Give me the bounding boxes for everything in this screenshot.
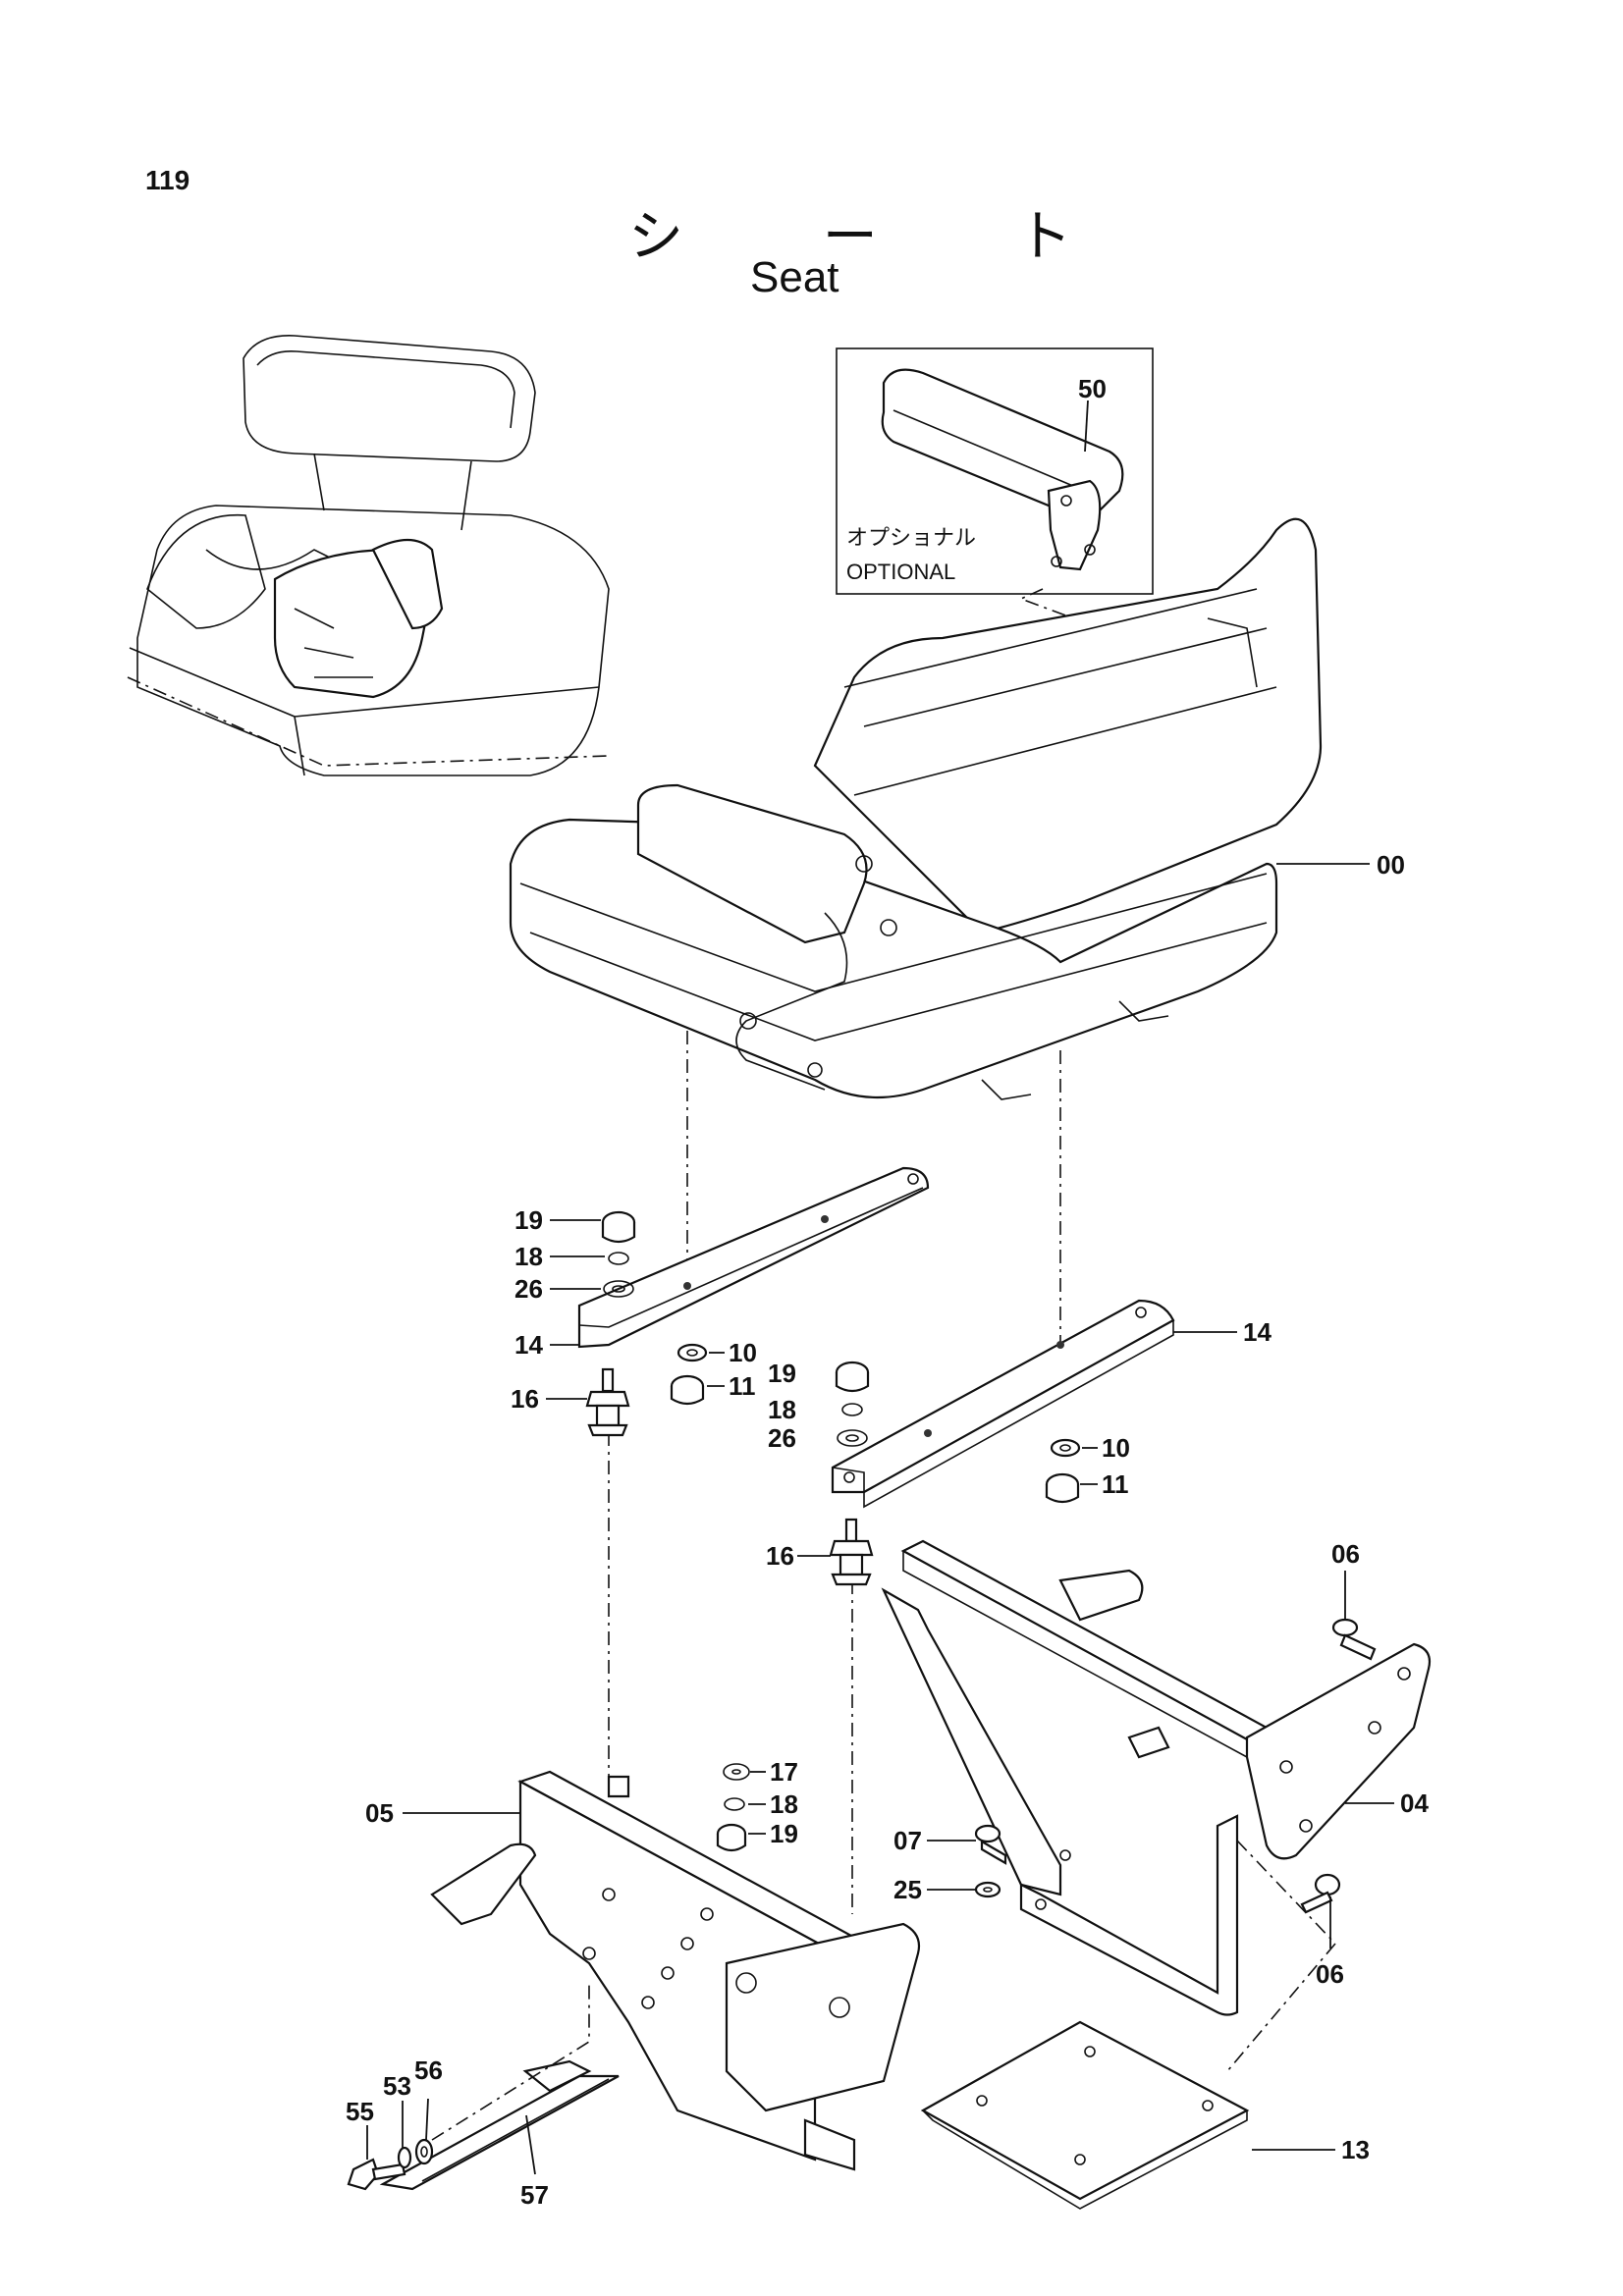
callout-55: 55 [346,2097,374,2126]
callout-19-left: 19 [514,1205,543,1235]
washer-56 [414,2138,434,2165]
page-title-japanese: シ ー ト [628,205,1133,269]
callout-14-left: 14 [514,1330,543,1360]
base-plate-13 [920,1840,1337,2210]
callout-18-left: 18 [514,1242,543,1271]
callout-26-left: 26 [514,1274,543,1304]
callout-14-right: 14 [1243,1317,1271,1347]
hardware-nut-washer-set-left [601,1210,708,1406]
callout-04: 04 [1400,1789,1429,1818]
callout-16-right: 16 [766,1541,794,1571]
callout-13: 13 [1341,2135,1370,2164]
callout-07: 07 [893,1826,922,1855]
page-title: Seat [750,253,839,301]
rubber-mount-right [829,1518,874,1586]
callout-53: 53 [383,2071,411,2101]
optional-label: OPTIONAL [846,560,956,584]
seat-bracket-04 [881,1539,1432,2016]
callout-18-right: 18 [768,1395,796,1424]
lever-57 [379,2059,620,2191]
callout-26-right: 26 [768,1423,796,1453]
callout-10-right: 10 [1102,1433,1130,1463]
page-number: 119 [145,165,190,195]
rubber-mount-left [585,1367,630,1437]
callout-10-left: 10 [729,1338,757,1367]
seat-rail-right [831,1299,1175,1509]
callout-leader-lines [366,1219,1346,2175]
callout-57: 57 [520,2180,549,2210]
callout-06-bottom: 06 [1316,1959,1344,1989]
callout-05: 05 [365,1798,394,1828]
callout-18-lower: 18 [770,1789,798,1819]
seat-rail-left [577,1166,930,1349]
bolt-07 [974,1824,1007,1865]
washer-53 [397,2146,412,2169]
callout-06-top: 06 [1331,1539,1360,1569]
callout-00: 00 [1377,850,1405,880]
wing-nut-55 [347,2158,406,2191]
callout-19-lower: 19 [770,1819,798,1848]
nut-washer-17-18-19 [716,1763,750,1852]
seat-bracket-05 [403,1770,921,2171]
bolt-06-top [1331,1618,1377,1661]
callout-16-left: 16 [511,1384,539,1414]
bolt-06-bottom [1300,1873,1341,1914]
seat-assembly [509,517,1370,1100]
washer-25 [974,1881,1001,1898]
callout-11-right: 11 [1102,1469,1129,1499]
optional-armrest-box [836,347,1154,629]
callout-50: 50 [1078,374,1107,403]
callout-25: 25 [893,1875,922,1904]
callout-11-left: 11 [729,1371,756,1401]
callout-56: 56 [414,2056,443,2085]
optional-label-japanese: オプショナル [846,526,977,551]
callout-17: 17 [770,1757,798,1787]
machine-overview-illustration [127,335,610,776]
callout-19-right: 19 [768,1359,796,1388]
hardware-nut-washer-set-right [835,1361,1081,1504]
